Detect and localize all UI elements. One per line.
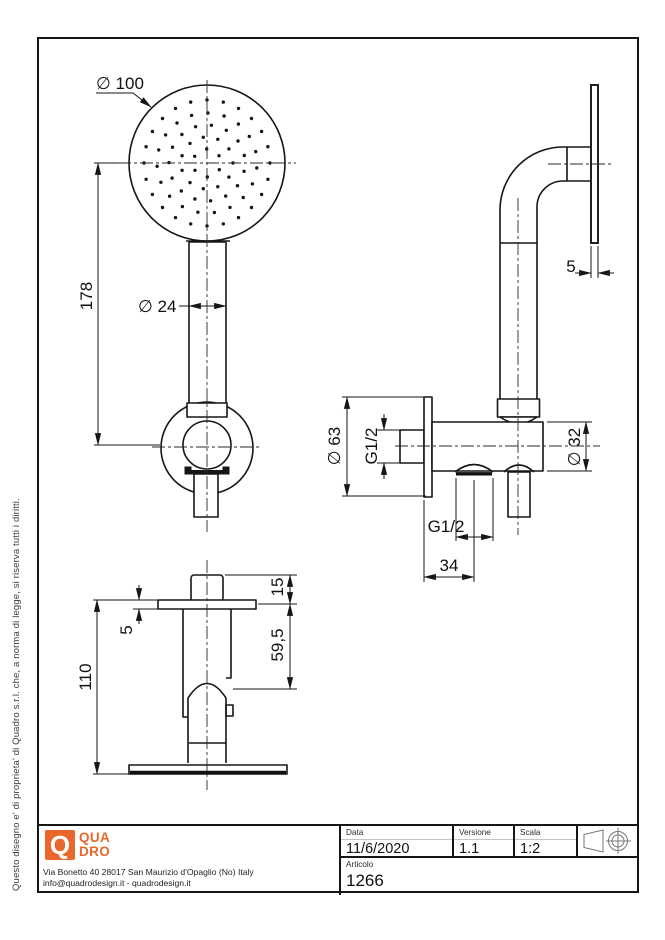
- dim-total-depth: 110: [76, 663, 95, 690]
- holder-pin: [225, 704, 234, 717]
- first-angle-projection-icon: [583, 828, 631, 854]
- dim-outlet-offset: 34: [440, 556, 459, 575]
- dim-outlet-thread: G1/2: [428, 517, 465, 536]
- drawing-frame: [37, 37, 639, 893]
- bottom-view: 15 59,5 5 110: [76, 574, 297, 775]
- nozzle-holes: [142, 98, 272, 228]
- logo-wordmark: QUA DRO: [79, 831, 110, 860]
- hose-stub: [193, 473, 219, 518]
- handle-end-pipe: [507, 471, 531, 518]
- wall-thread-stub: [399, 429, 425, 464]
- dim-flange-diameter: ∅ 63: [325, 427, 344, 465]
- dim-length: 178: [77, 282, 96, 310]
- wall-flange-edge: [423, 396, 433, 498]
- title-cell-articolo: Articolo 1266: [341, 856, 639, 895]
- title-cell-projection: [578, 826, 639, 856]
- centerlines: [118, 80, 612, 790]
- dim-plate-thickness: 5: [566, 257, 575, 276]
- scala-label: Scala: [515, 826, 576, 840]
- dim-holder-offset: 59,5: [268, 628, 287, 661]
- versione-label: Versione: [454, 826, 513, 840]
- dim-wall-thread: G1/2: [362, 428, 381, 465]
- versione-value: 1.1: [459, 840, 480, 857]
- dim-handle-diameter: ∅ 24: [138, 297, 176, 316]
- title-strip: Q QUA DRO Via Bonetto 40 28017 San Mauri…: [37, 824, 639, 895]
- side-view: 5 ∅ 63 G1/2 ∅ 32 G1/2 34: [325, 84, 614, 582]
- title-cell-scala: Scala 1:2: [515, 826, 578, 856]
- company-address: Via Bonetto 40 28017 San Maurizio d'Opag…: [43, 867, 254, 888]
- logo: Q QUA DRO: [45, 830, 110, 860]
- logo-initial: Q: [49, 830, 71, 860]
- dim-flange-thickness: 5: [117, 625, 136, 634]
- dim-head-diameter: ∅ 100: [96, 74, 144, 93]
- logo-word-line2: DRO: [79, 844, 111, 859]
- handle-nut: [496, 398, 541, 418]
- title-cell-versione: Versione 1.1: [454, 826, 515, 856]
- address-line2: info@quadrodesign.it - quadrodesign.it: [43, 877, 191, 888]
- logo-mark: Q: [45, 830, 75, 860]
- dim-body-diameter: ∅ 32: [565, 428, 584, 466]
- data-value: 11/6/2020: [346, 840, 410, 857]
- data-label: Data: [341, 826, 452, 840]
- scala-value: 1:2: [520, 840, 541, 857]
- articolo-label: Articolo: [346, 860, 374, 869]
- address-line1: Via Bonetto 40 28017 San Maurizio d'Opag…: [43, 867, 254, 877]
- title-block: Data 11/6/2020 Versione 1.1 Scala 1:2: [339, 826, 639, 895]
- union-body: [431, 421, 544, 472]
- title-cell-data: Data 11/6/2020: [341, 826, 454, 856]
- logo-word-line1: QUA: [79, 830, 111, 845]
- dim-stub-protrusion: 15: [268, 578, 287, 597]
- front-view: ∅ 100 178 ∅ 24: [77, 74, 286, 518]
- articolo-value: 1266: [346, 870, 384, 890]
